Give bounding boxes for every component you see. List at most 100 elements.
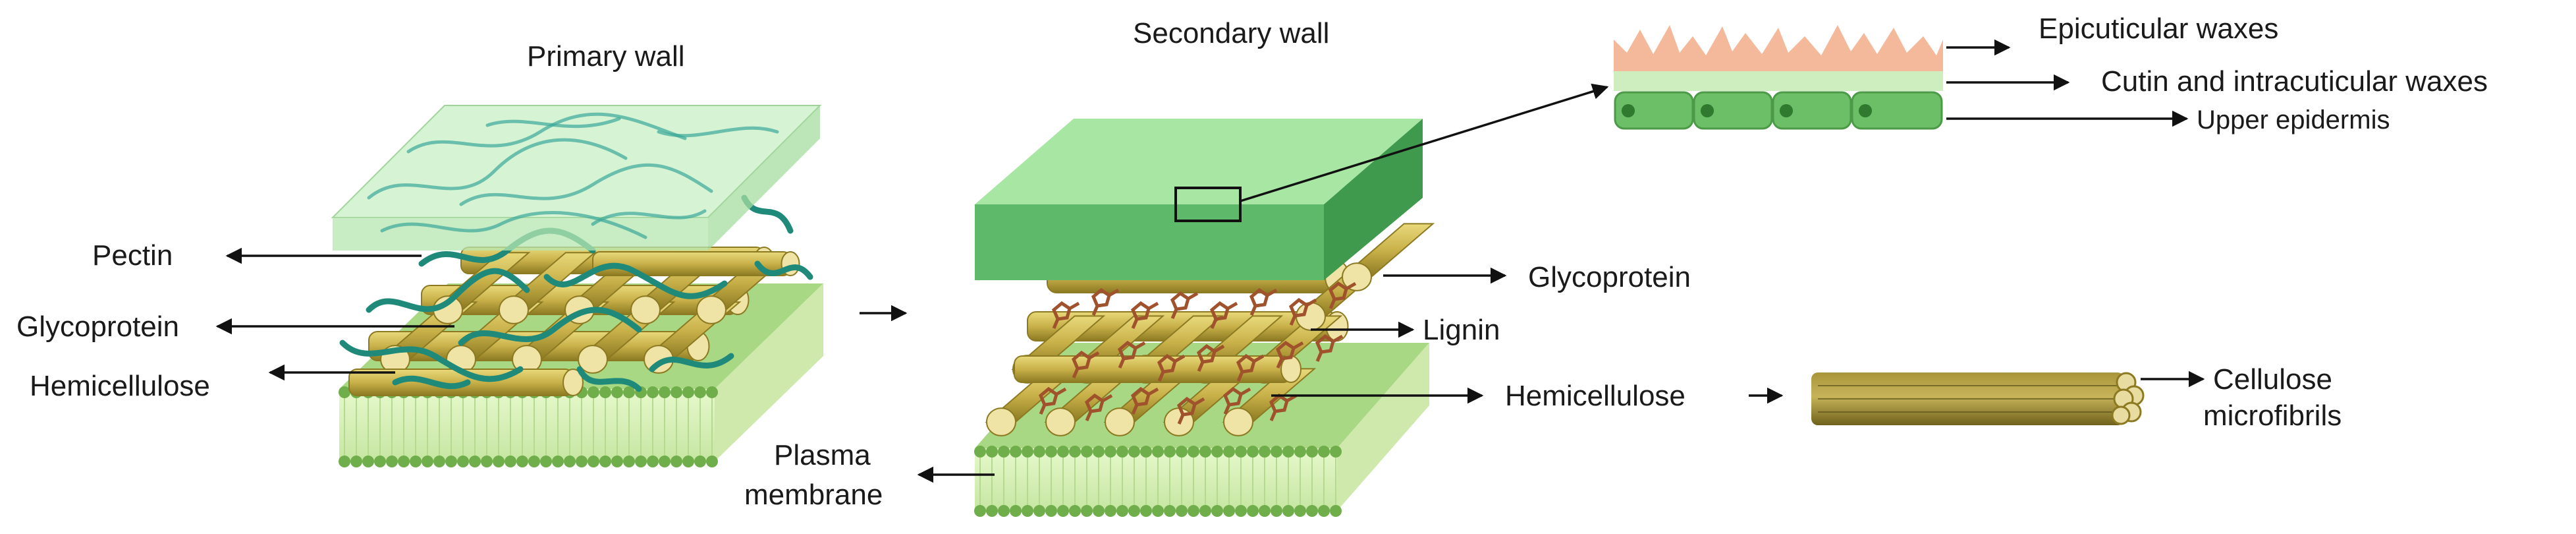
phospholipid-head [1105,505,1116,517]
phospholipid-head [623,386,635,398]
phospholipid-head [445,456,457,467]
primary-pectin-strands [339,194,813,392]
cuticle-inset [1614,25,1943,130]
phospholipid-head [659,456,671,467]
lignin-unit [1288,297,1317,326]
phospholipid-head [682,386,694,398]
primary-wall-illustration [331,105,823,467]
label-membrane: membrane [744,479,883,511]
cellulose-microfibril-illustration [1811,372,2145,425]
phospholipid-head [362,456,374,467]
phospholipid-head [481,456,493,467]
phospholipid-head [974,505,986,517]
label-glycoprotein-primary: Glycoprotein [16,311,179,343]
leader-arrows [215,39,2205,483]
lignin-unit [1176,396,1205,425]
lignin-unit [1117,340,1146,369]
label-glycoprotein-secondary: Glycoprotein [1528,261,1691,293]
phospholipid-head [564,456,576,467]
phospholipid-head [1069,505,1081,517]
phospholipid-head [1093,446,1105,458]
phospholipid-head [1081,505,1093,517]
phospholipid-head [1223,446,1235,458]
phospholipid-head [647,386,659,398]
phospholipid-head [682,456,694,467]
label-hemicellulose-primary: Hemicellulose [30,370,210,402]
phospholipid-head [1010,446,1022,458]
phospholipid-head [1045,505,1057,517]
lignin-unit [1209,301,1238,329]
phospholipid-head [339,386,350,398]
phospholipid-head [410,456,422,467]
label-microfibrils: microfibrils [2203,400,2342,432]
lignin-unit [1236,353,1265,382]
phospholipid-head [1294,505,1306,517]
phospholipid-head [1069,446,1081,458]
phospholipid-head [1294,446,1306,458]
label-plasma: Plasma [774,439,871,471]
phospholipid-head [1223,505,1235,517]
phospholipid-head [1318,505,1330,517]
phospholipid-head [1116,505,1128,517]
lignin-network [1038,281,1357,425]
phospholipid-head [528,456,540,467]
phospholipid-head [1164,505,1176,517]
phospholipid-head [1330,505,1342,517]
phospholipid-head [1128,446,1140,458]
phospholipid-head [540,456,552,467]
lignin-unit [1170,291,1199,319]
secondary-wall-illustration [974,119,1435,517]
phospholipid-head [986,446,998,458]
phospholipid-head [1105,446,1116,458]
phospholipid-head [1128,505,1140,517]
phospholipid-head [576,456,588,467]
phospholipid-head [1211,505,1223,517]
phospholipid-head [493,456,505,467]
phospholipid-head [647,456,659,467]
phospholipid-head [998,505,1010,517]
phospholipid-head [1164,446,1176,458]
phospholipid-head [1306,505,1318,517]
phospholipid-head [339,456,350,467]
phospholipid-head [1152,505,1164,517]
phospholipid-head [694,386,706,398]
phospholipid-head [1140,505,1152,517]
phospholipid-head [1022,505,1033,517]
phospholipid-head [1152,446,1164,458]
lignin-unit [1071,350,1100,378]
epicuticular-wax-layer [1614,25,1943,71]
phospholipid-head [1259,505,1271,517]
phospholipid-head [1140,446,1152,458]
phospholipid-head [1247,505,1259,517]
phospholipid-head [1199,505,1211,517]
phospholipid-head [516,456,528,467]
cuticle-detail-box [1174,187,1242,222]
phospholipid-head [671,456,682,467]
phospholipid-head [374,456,386,467]
phospholipid-head [706,386,718,398]
phospholipid-head [1235,505,1247,517]
phospholipid-head [1247,446,1259,458]
phospholipid-head [1259,446,1271,458]
phospholipid-head [1271,505,1282,517]
phospholipid-head [659,386,671,398]
cutin-layer [1614,71,1943,91]
lignin-unit [1091,287,1120,316]
primary-wall-title: Primary wall [527,40,685,73]
phospholipid-head [623,456,635,467]
secondary-wall-top-block [975,119,1423,280]
label-cutin: Cutin and intracuticular waxes [2101,65,2488,98]
phospholipid-head [1271,446,1282,458]
lignin-unit [1275,340,1304,369]
phospholipid-head [611,456,623,467]
secondary-wall-title: Secondary wall [1133,17,1329,49]
cellulose-rod [592,251,800,276]
phospholipid-head [1176,505,1188,517]
label-cellulose: Cellulose [2213,363,2332,396]
phospholipid-head [599,386,611,398]
phospholipid-head [1188,505,1199,517]
phospholipid-head [694,456,706,467]
phospholipid-head [386,456,398,467]
phospholipid-head [671,386,682,398]
